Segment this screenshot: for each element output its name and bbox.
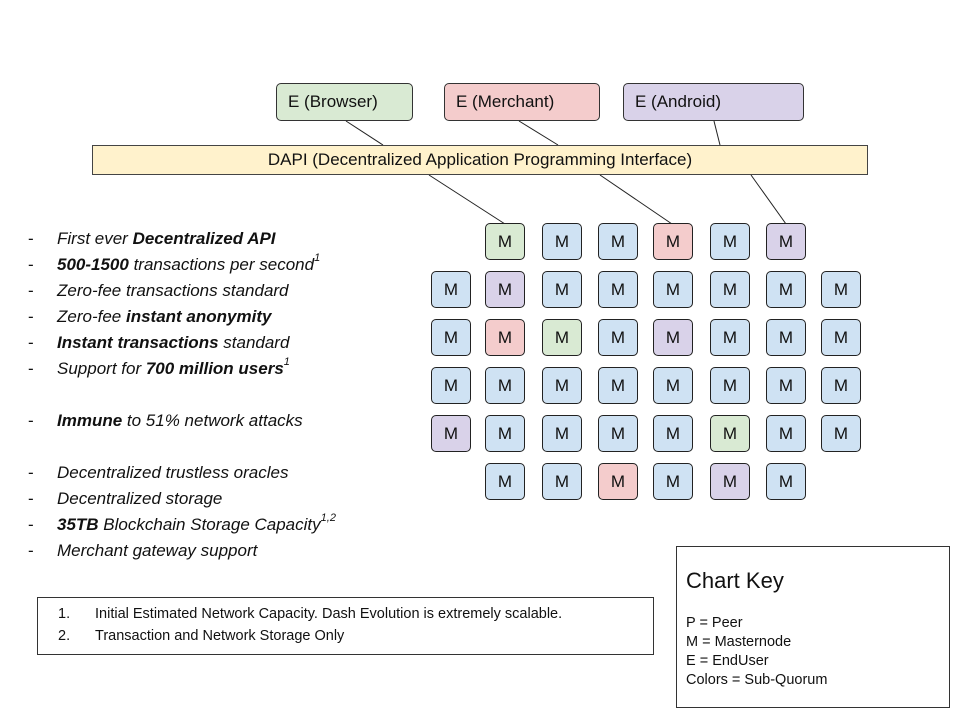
masternode-blue: M [710, 223, 750, 260]
masternode-blue: M [821, 415, 861, 452]
connector-dapi-masternode-red [599, 174, 673, 225]
feature-bullet: - [28, 463, 34, 482]
masternode-blue: M [542, 223, 582, 260]
masternode-blue: M [598, 415, 638, 452]
feature-text: Immune to 51% network attacks [57, 411, 303, 430]
chart-key-line-masternode: M = Masternode [686, 634, 792, 650]
feature-text: First ever Decentralized API [57, 229, 276, 248]
dapi-bar: DAPI (Decentralized Application Programm… [92, 145, 868, 175]
masternode-blue: M [653, 367, 693, 404]
masternode-blue: M [766, 319, 806, 356]
feature-bullet: - [28, 515, 34, 534]
enduser-browser-box: E (Browser) [276, 83, 413, 121]
masternode-purple: M [431, 415, 471, 452]
masternode-purple: M [710, 463, 750, 500]
masternode-green: M [485, 223, 525, 260]
masternode-blue: M [485, 415, 525, 452]
feature-bullet: - [28, 359, 34, 378]
masternode-blue: M [710, 319, 750, 356]
masternode-red: M [653, 223, 693, 260]
feature-bullet: - [28, 229, 34, 248]
enduser-merchant-box: E (Merchant) [444, 83, 600, 121]
masternode-blue: M [653, 463, 693, 500]
enduser-browser-label: E (Browser) [288, 92, 378, 111]
masternode-blue: M [598, 319, 638, 356]
connector-android-dapi [713, 120, 721, 146]
masternode-green: M [542, 319, 582, 356]
masternode-purple: M [766, 223, 806, 260]
chart-key-title: Chart Key [686, 568, 784, 593]
feature-bullet: - [28, 541, 34, 560]
feature-text: 500-1500 transactions per second1 [57, 252, 321, 275]
masternode-blue: M [542, 271, 582, 308]
enduser-android-label: E (Android) [635, 92, 721, 111]
feature-text: Zero-fee transactions standard [57, 281, 289, 300]
feature-bullet: - [28, 281, 34, 300]
connector-dapi-masternode-purple [750, 174, 787, 225]
chart-key-line-peer: P = Peer [686, 615, 743, 631]
enduser-merchant-label: E (Merchant) [456, 92, 555, 111]
masternode-blue: M [431, 271, 471, 308]
feature-text: Instant transactions standard [57, 333, 290, 352]
masternode-blue: M [485, 367, 525, 404]
footnote-1-number: 1. [58, 606, 71, 622]
masternode-blue: M [821, 367, 861, 404]
masternode-purple: M [653, 319, 693, 356]
enduser-android-box: E (Android) [623, 83, 804, 121]
masternode-blue: M [431, 367, 471, 404]
masternode-blue: M [598, 367, 638, 404]
masternode-blue: M [542, 415, 582, 452]
chart-key-line-enduser: E = EndUser [686, 653, 769, 669]
masternode-blue: M [710, 367, 750, 404]
masternode-blue: M [766, 415, 806, 452]
masternode-blue: M [485, 463, 525, 500]
masternode-blue: M [542, 367, 582, 404]
footnote-2-number: 2. [58, 628, 71, 644]
masternode-blue: M [821, 271, 861, 308]
feature-bullet: - [28, 255, 34, 274]
chart-key-box: Chart Key P = Peer M = Masternode E = En… [676, 546, 950, 708]
masternode-blue: M [598, 271, 638, 308]
feature-text: Decentralized storage [57, 489, 223, 508]
masternode-red: M [485, 319, 525, 356]
connector-browser-dapi [345, 120, 384, 146]
masternode-blue: M [431, 319, 471, 356]
masternode-blue: M [598, 223, 638, 260]
feature-bullet: - [28, 333, 34, 352]
footnote-2-text: Transaction and Network Storage Only [95, 628, 345, 644]
masternode-blue: M [766, 463, 806, 500]
masternode-blue: M [766, 271, 806, 308]
feature-text: Zero-fee instant anonymity [57, 307, 272, 326]
connector-merchant-dapi [518, 120, 559, 146]
masternode-blue: M [710, 271, 750, 308]
masternode-blue: M [653, 271, 693, 308]
feature-text: 35TB Blockchain Storage Capacity1,2 [57, 512, 336, 535]
feature-bullet: - [28, 307, 34, 326]
masternode-blue: M [821, 319, 861, 356]
feature-text: Decentralized trustless oracles [57, 463, 289, 482]
masternode-red: M [598, 463, 638, 500]
footnote-1-text: Initial Estimated Network Capacity. Dash… [95, 606, 563, 622]
feature-bullet: - [28, 489, 34, 508]
masternode-purple: M [485, 271, 525, 308]
feature-text: Merchant gateway support [57, 541, 258, 560]
chart-key-line-colors: Colors = Sub-Quorum [686, 672, 828, 688]
masternode-green: M [710, 415, 750, 452]
masternode-blue: M [542, 463, 582, 500]
masternode-blue: M [766, 367, 806, 404]
footnotes-box: 1. Initial Estimated Network Capacity. D… [37, 597, 654, 655]
dapi-label: DAPI (Decentralized Application Programm… [267, 150, 693, 169]
feature-bullet: - [28, 411, 34, 430]
masternode-blue: M [653, 415, 693, 452]
feature-text: Support for 700 million users1 [57, 356, 290, 379]
connector-dapi-masternode-green [428, 174, 506, 225]
